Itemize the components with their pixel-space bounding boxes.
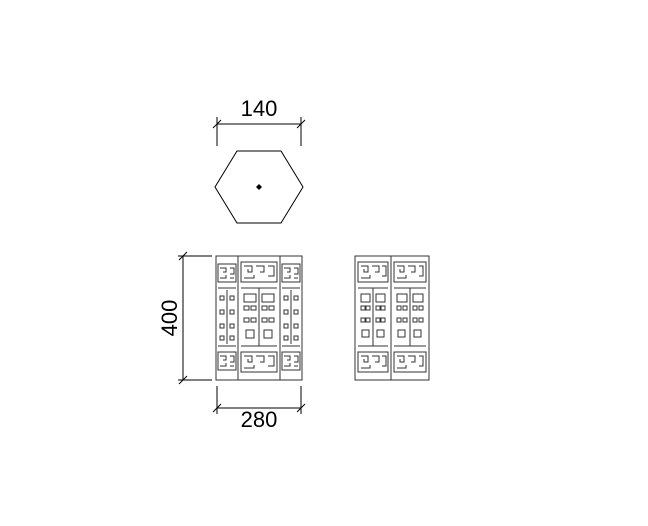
top-view	[214, 150, 304, 224]
side-panel-left	[354, 255, 392, 381]
dimension-label-top-width: 140	[241, 96, 278, 121]
side-panel-right	[390, 255, 430, 381]
front-panel-left	[215, 255, 239, 381]
width-dimension-280	[212, 386, 306, 414]
dimension-label-height: 400	[157, 300, 182, 337]
height-dimension-400	[178, 251, 212, 385]
front-view	[215, 255, 303, 381]
side-view	[354, 255, 430, 381]
dimension-label-bottom-width: 280	[241, 407, 278, 432]
center-mark	[256, 184, 262, 190]
hexagon-outline	[214, 150, 304, 224]
width-dimension-140	[212, 117, 306, 146]
front-panel-center	[237, 255, 281, 381]
front-panel-right	[279, 255, 303, 381]
